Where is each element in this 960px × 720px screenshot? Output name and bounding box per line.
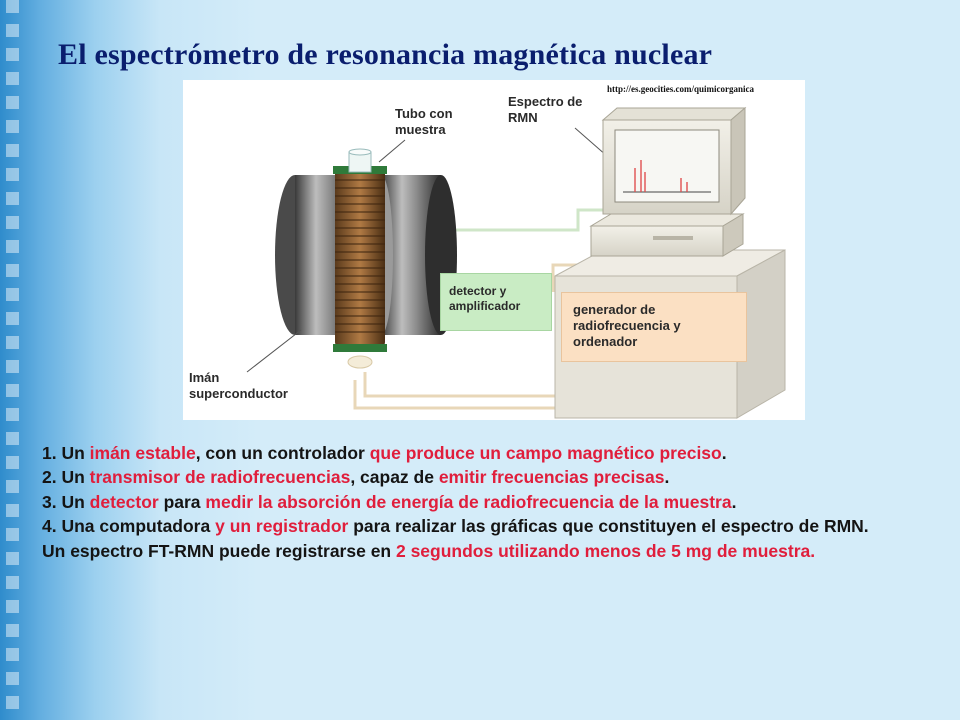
highlight-segment: emitir frecuencias precisas <box>438 467 665 488</box>
highlight-segment: y un registrador <box>215 516 349 537</box>
list-item-4: 4. Una computadora y un registrador para… <box>42 514 950 538</box>
label-detector: detector y amplificador <box>449 284 521 313</box>
text-segment: , capaz de <box>350 467 439 488</box>
list-item-5: Un espectro FT-RMN puede registrarse en … <box>42 539 950 563</box>
highlight-segment: que produce un campo magnético preciso <box>369 443 722 463</box>
rf-coil <box>333 148 387 369</box>
spectrum-peaks <box>634 160 688 192</box>
text-segment: 2. Un <box>42 467 90 488</box>
list-item-3: 3. Un detector para medir la absorción d… <box>42 490 950 514</box>
label-superconducting-magnet: Imán superconductor <box>189 370 288 401</box>
highlight-segment: imán estable <box>89 443 196 463</box>
highlight-segment: detector <box>89 491 159 512</box>
highlight-segment: 2 segundos utilizando menos de 5 mg de m… <box>395 540 816 561</box>
detector-amplifier-box: detector y amplificador <box>440 273 552 331</box>
nmr-spectrometer-figure: http://es.geocities.com/quimicorganica T… <box>183 80 805 420</box>
computer <box>589 106 747 257</box>
decorative-square-column <box>6 0 28 720</box>
spectrometer-illustration <box>246 106 786 419</box>
highlight-segment: transmisor de radiofrecuencias <box>89 467 351 488</box>
text-segment: 1. Un <box>42 443 90 463</box>
text-segment: . <box>721 443 727 463</box>
pointer-tubo <box>378 139 406 163</box>
text-segment: , con un controlador <box>195 443 370 463</box>
text-segment: para <box>158 491 206 512</box>
component-list: 1. Un imán estable, con un controlador q… <box>42 441 950 563</box>
list-item-1: 1. Un imán estable, con un controlador q… <box>42 441 950 465</box>
text-segment: . <box>731 491 737 512</box>
text-segment: 4. Una computadora <box>42 516 216 537</box>
highlight-segment: medir la absorción de energía de radiofr… <box>205 491 732 512</box>
slide-title: El espectrómetro de resonancia magnética… <box>58 38 713 71</box>
text-segment: Un espectro FT-RMN puede registrarse en <box>42 540 396 561</box>
label-nmr-spectrum: Espectro de RMN <box>508 94 583 125</box>
text-segment: 3. Un <box>42 491 90 512</box>
pointer-iman <box>246 329 302 373</box>
text-segment: . <box>664 467 670 488</box>
source-url: http://es.geocities.com/quimicorganica <box>607 84 754 94</box>
label-generator: generador de radiofrecuencia y ordenador <box>573 302 681 349</box>
list-item-2: 2. Un transmisor de radiofrecuencias, ca… <box>42 465 950 489</box>
monitor-screen <box>614 129 720 203</box>
rf-generator-box: generador de radiofrecuencia y ordenador <box>561 292 747 362</box>
text-segment: para realizar las gráficas que constituy… <box>348 516 869 537</box>
label-sample-tube: Tubo con muestra <box>395 106 453 137</box>
